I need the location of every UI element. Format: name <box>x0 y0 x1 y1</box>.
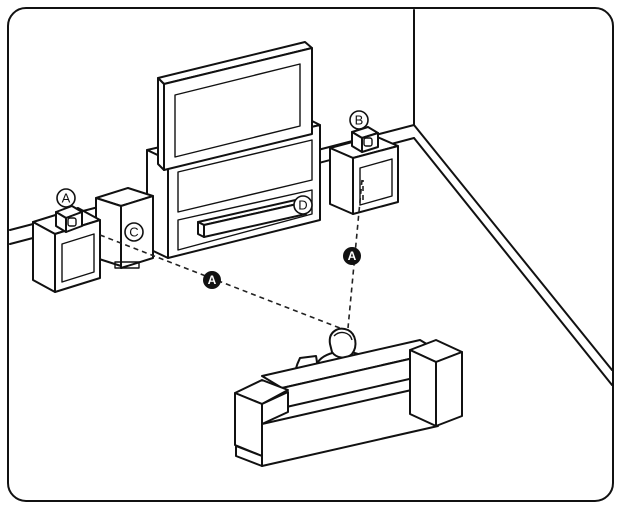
distance-right-marker: A <box>343 247 361 265</box>
left-speaker-stand <box>32 207 101 293</box>
distance-left-marker: A <box>203 271 221 289</box>
svg-text:D: D <box>298 198 307 213</box>
front-left-speaker-label: A <box>56 188 76 208</box>
front-left-speaker <box>55 205 83 233</box>
center-speaker-label: D <box>293 195 313 215</box>
svg-text:C: C <box>129 225 138 240</box>
front-right-speaker <box>351 126 379 153</box>
center-speaker <box>197 198 307 238</box>
subwoofer <box>95 187 154 269</box>
television <box>157 41 313 171</box>
front-right-speaker-label: B <box>349 110 369 130</box>
svg-text:A: A <box>208 273 217 287</box>
svg-text:B: B <box>355 113 364 128</box>
sofa <box>234 339 463 467</box>
svg-text:A: A <box>62 191 71 206</box>
subwoofer-label: C <box>124 222 144 242</box>
svg-text:A: A <box>348 249 357 263</box>
